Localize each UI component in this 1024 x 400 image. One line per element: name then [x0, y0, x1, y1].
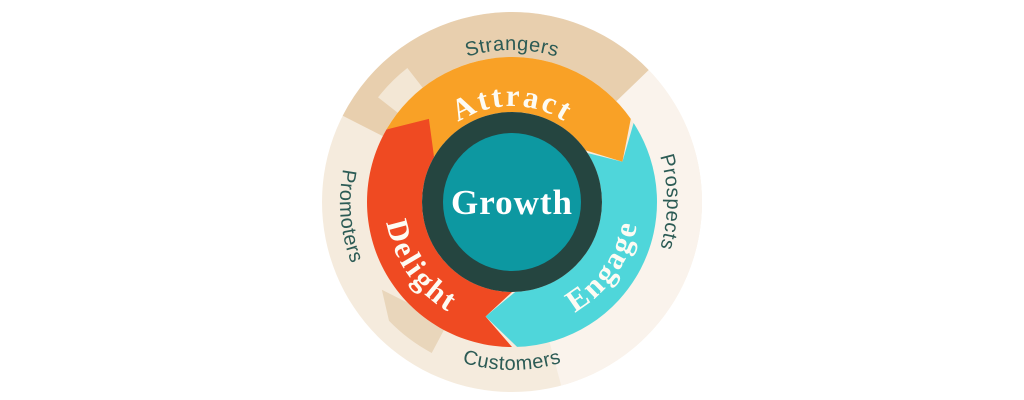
outer-ring-tan-arc	[342, 12, 649, 137]
outer-ring-light-arc	[549, 70, 703, 386]
outer-ring-arrow-tab	[381, 289, 444, 353]
hub-label: Growth	[451, 183, 573, 222]
hub-circle	[443, 133, 581, 271]
segment-attract	[386, 56, 631, 162]
outer-ring-arrow-notch	[378, 68, 423, 113]
segment-engage	[485, 123, 657, 347]
segment-delight	[367, 118, 512, 347]
flywheel-segments	[367, 56, 657, 347]
